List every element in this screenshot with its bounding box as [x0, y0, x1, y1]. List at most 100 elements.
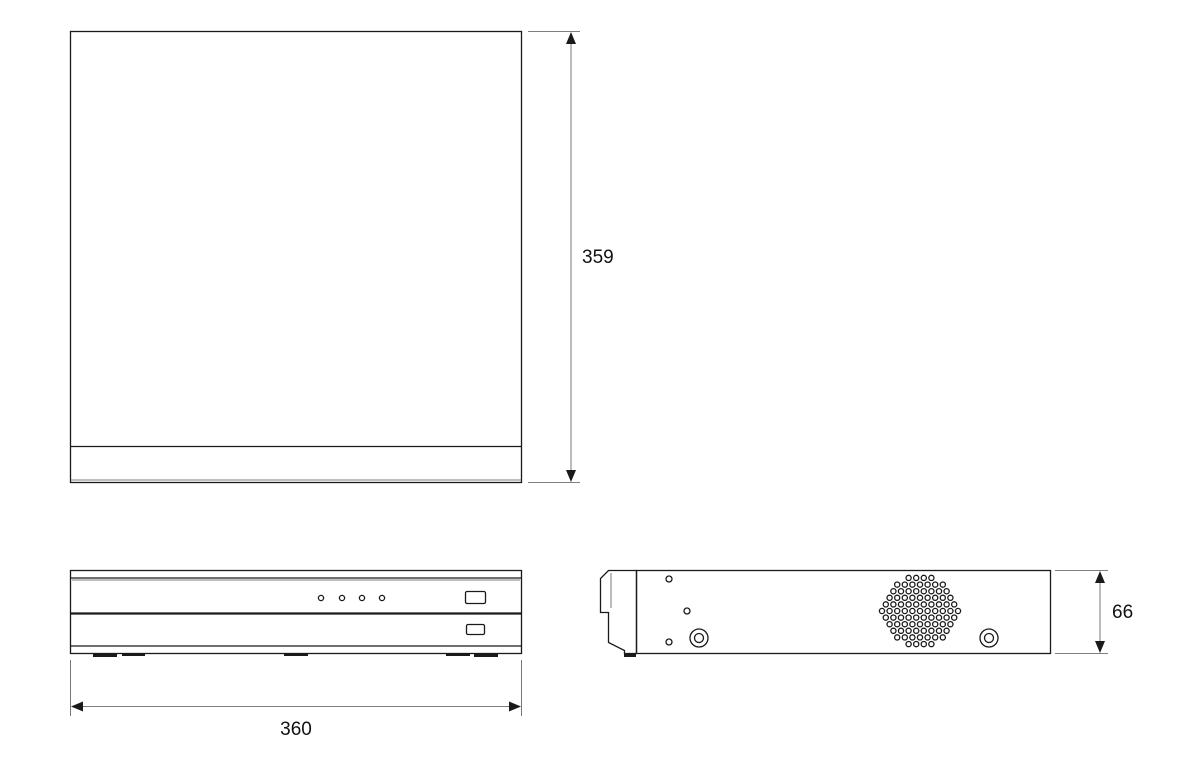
vent-hole	[893, 581, 901, 588]
indicator-led	[378, 594, 386, 602]
vent-hole	[882, 614, 890, 621]
vent-hole	[893, 620, 901, 628]
height-label: 66	[1112, 602, 1133, 623]
vent-hole	[931, 607, 939, 615]
vent-hole	[928, 640, 935, 648]
vent-hole	[928, 627, 935, 635]
vent-hole	[909, 620, 916, 628]
vent-hole	[928, 614, 935, 621]
top-view-outline	[69, 30, 523, 484]
vent-hole	[947, 620, 954, 628]
vent-hole	[928, 601, 935, 608]
vent-hole	[950, 614, 958, 621]
vent-hole	[886, 620, 893, 628]
vent-hole	[890, 614, 897, 621]
vent-hole	[939, 581, 947, 588]
screw-hole	[665, 575, 673, 583]
vent-hole	[920, 601, 928, 608]
side-front-bezel	[599, 569, 638, 655]
vent-hole	[890, 627, 897, 635]
side-foot	[624, 653, 636, 657]
side-port-left	[689, 628, 709, 648]
vent-hole	[950, 601, 958, 608]
vent-hole	[928, 574, 935, 582]
front-foot	[284, 653, 308, 656]
top-view	[69, 30, 523, 484]
vent-hole	[886, 607, 893, 615]
height-dimension: 66	[1055, 570, 1133, 654]
front-foot	[122, 653, 145, 656]
vent-hole	[920, 574, 928, 582]
vent-hole	[939, 634, 947, 641]
vent-hole	[901, 634, 909, 641]
vent-hole	[916, 620, 924, 628]
vent-hole	[901, 607, 909, 615]
vent-hole	[943, 587, 950, 595]
vent-hole	[916, 594, 924, 602]
vent-hole	[897, 627, 905, 635]
vent-hole	[886, 594, 893, 602]
vent-hole	[924, 581, 931, 588]
vent-hole	[935, 601, 943, 608]
vent-hole-grid	[878, 574, 962, 648]
vent-hole	[924, 634, 931, 641]
front-foot	[446, 653, 470, 656]
vent-hole	[905, 614, 912, 621]
vent-hole	[897, 601, 905, 608]
vent-hole	[939, 607, 947, 615]
vent-hole	[905, 640, 912, 648]
vent-hole	[931, 594, 939, 602]
vent-hole	[920, 614, 928, 621]
vent-hole	[935, 627, 943, 635]
width-dimension: 360	[70, 660, 522, 740]
vent-hole	[905, 627, 912, 635]
vent-hole	[912, 601, 920, 608]
vent-hole	[916, 634, 924, 641]
vent-hole	[916, 607, 924, 615]
vent-hole	[947, 594, 954, 602]
vent-hole	[897, 587, 905, 595]
vent-hole	[920, 587, 928, 595]
vent-hole	[893, 594, 901, 602]
front-foot	[93, 653, 117, 657]
vent-hole	[912, 614, 920, 621]
indicator-led	[317, 594, 325, 602]
vent-hole	[893, 634, 901, 641]
vent-hole	[890, 587, 897, 595]
vent-hole	[924, 607, 931, 615]
vent-hole	[924, 620, 931, 628]
vent-hole	[935, 587, 943, 595]
vent-hole	[897, 614, 905, 621]
vent-hole	[901, 594, 909, 602]
vent-hole	[954, 607, 962, 615]
front-view	[69, 569, 523, 657]
indicator-led	[338, 594, 346, 602]
vent-hole	[890, 601, 897, 608]
vent-hole	[912, 640, 920, 648]
vent-hole	[947, 607, 954, 615]
vent-hole	[909, 607, 916, 615]
side-view	[599, 569, 1052, 657]
vent-hole	[912, 587, 920, 595]
front-button-lower	[465, 623, 486, 636]
vent-hole	[943, 614, 950, 621]
side-port-right	[979, 628, 999, 648]
vent-hole	[882, 601, 890, 608]
vent-hole	[893, 607, 901, 615]
vent-hole	[931, 620, 939, 628]
width-label: 360	[280, 719, 312, 740]
vent-hole	[931, 634, 939, 641]
vent-hole	[901, 620, 909, 628]
screw-hole	[683, 607, 691, 615]
vent-hole	[909, 634, 916, 641]
front-button-upper	[464, 590, 487, 605]
vent-hole	[916, 581, 924, 588]
vent-hole	[909, 581, 916, 588]
vent-hole	[931, 581, 939, 588]
screw-hole	[665, 638, 673, 646]
front-foot	[474, 653, 498, 657]
vent-hole	[905, 601, 912, 608]
vent-hole	[924, 594, 931, 602]
vent-hole	[928, 587, 935, 595]
